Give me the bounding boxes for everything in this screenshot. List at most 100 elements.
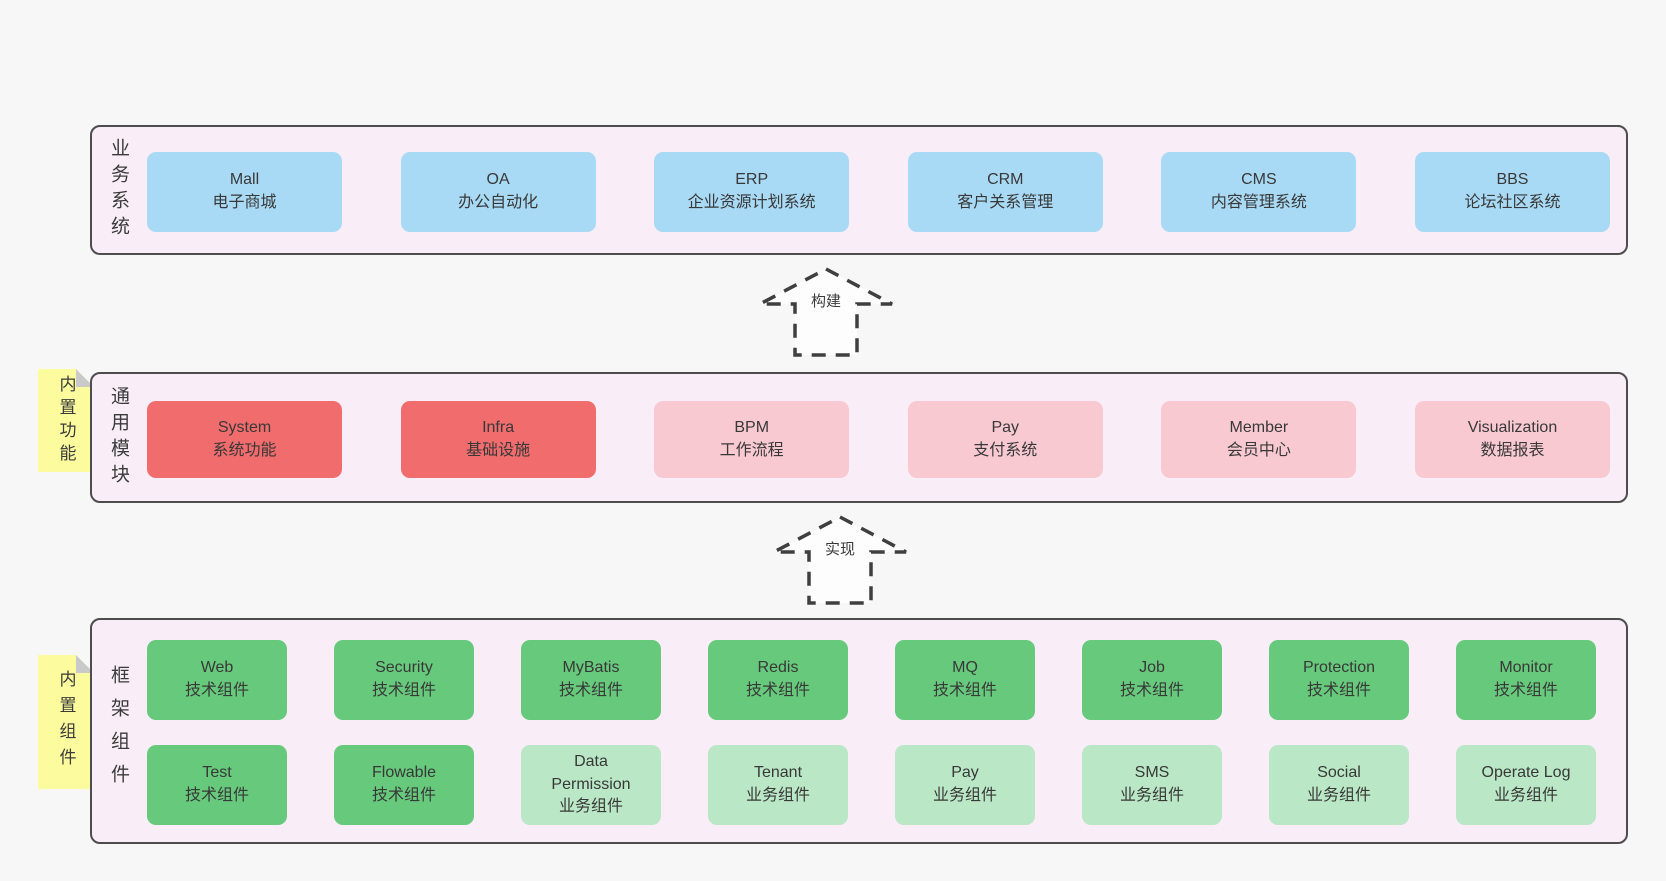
up-arrow-icon [773, 515, 907, 605]
box-title: Data Permission [551, 752, 631, 793]
box-title: Pay [951, 764, 979, 782]
box-title: OA [486, 171, 510, 189]
box-title: Security [375, 659, 433, 677]
box-subtitle: 系统功能 [212, 441, 277, 459]
box-subtitle: 内容管理系统 [1210, 194, 1307, 211]
box-title: ERP [735, 171, 769, 189]
box-subtitle: 技术组件 [1493, 682, 1558, 699]
layer-business-label: 业务系统 [108, 138, 129, 242]
box-title: Pay [991, 418, 1020, 436]
layer-framework-components: 框架组件 Web 技术组件 Security 技术组件 MyBatis 技术组件… [90, 618, 1628, 844]
build-arrow-label: 构建 [808, 289, 844, 312]
box-cms: CMS 内容管理系统 [1161, 152, 1357, 232]
box-subtitle: 业务组件 [932, 787, 997, 804]
implement-arrow: 实现 [772, 514, 908, 606]
framework-box-row-2: Test 技术组件 Flowable 技术组件 Data Permission … [92, 745, 1626, 825]
box-security: Security 技术组件 [334, 640, 474, 720]
box-subtitle: 技术组件 [558, 682, 623, 699]
box-infra: Infra 基础设施 [400, 401, 596, 478]
box-bpm: BPM 工作流程 [654, 401, 850, 478]
box-subtitle: 技术组件 [745, 682, 810, 699]
box-pay-component: Pay 业务组件 [895, 745, 1035, 825]
box-subtitle: 技术组件 [1306, 682, 1371, 699]
box-subtitle: 企业资源计划系统 [687, 194, 816, 211]
box-title: BBS [1496, 171, 1529, 189]
box-monitor: Monitor 技术组件 [1456, 640, 1596, 720]
box-subtitle: 业务组件 [558, 798, 623, 816]
modules-box-row: System 系统功能 Infra 基础设施 BPM 工作流程 Pay 支付系统… [92, 401, 1626, 478]
box-subtitle: 业务组件 [1493, 787, 1558, 804]
box-job: Job 技术组件 [1082, 640, 1222, 720]
layer-framework-label: 框架组件 [108, 665, 129, 797]
box-mybatis: MyBatis 技术组件 [521, 640, 661, 720]
box-subtitle: 基础设施 [466, 441, 531, 459]
box-title: Redis [757, 659, 799, 677]
box-title: Infra [482, 418, 515, 436]
box-oa: OA 办公自动化 [400, 152, 596, 232]
box-title: CMS [1241, 171, 1277, 189]
layer-common-modules: 通用模块 System 系统功能 Infra 基础设施 BPM 工作流程 Pay… [90, 372, 1628, 503]
box-title: Monitor [1499, 659, 1553, 677]
box-subtitle: 技术组件 [1119, 682, 1184, 699]
box-subtitle: 论坛社区系统 [1464, 194, 1561, 211]
builtin-components-tag-label: 内置组件 [56, 670, 76, 774]
framework-box-row-1: Web 技术组件 Security 技术组件 MyBatis 技术组件 Redi… [92, 640, 1626, 720]
box-protection: Protection 技术组件 [1269, 640, 1409, 720]
box-title: SMS [1134, 764, 1170, 782]
up-arrow-icon [759, 267, 893, 357]
box-operate-log: Operate Log 业务组件 [1456, 745, 1596, 825]
builtin-features-tag: 内置功能 [38, 369, 94, 472]
box-visualization: Visualization 数据报表 [1414, 401, 1610, 478]
box-subtitle: 办公自动化 [458, 194, 539, 211]
box-social: Social 业务组件 [1269, 745, 1409, 825]
build-arrow: 构建 [758, 266, 894, 358]
box-subtitle: 业务组件 [745, 787, 810, 804]
box-title: Member [1229, 418, 1289, 436]
box-erp: ERP 企业资源计划系统 [654, 152, 850, 232]
box-bbs: BBS 论坛社区系统 [1414, 152, 1610, 232]
box-title: Mall [229, 171, 260, 189]
box-sms: SMS 业务组件 [1082, 745, 1222, 825]
box-subtitle: 工作流程 [719, 441, 784, 459]
box-tenant: Tenant 业务组件 [708, 745, 848, 825]
box-title: System [217, 418, 272, 436]
box-subtitle: 业务组件 [1306, 787, 1371, 804]
layer-business-systems: 业务系统 Mall 电子商城 OA 办公自动化 ERP 企业资源计划系统 CRM… [90, 125, 1628, 255]
box-subtitle: 技术组件 [932, 682, 997, 699]
business-box-row: Mall 电子商城 OA 办公自动化 ERP 企业资源计划系统 CRM 客户关系… [92, 152, 1626, 232]
box-mq: MQ 技术组件 [895, 640, 1035, 720]
box-title: Visualization [1467, 418, 1558, 436]
layer-modules-label: 通用模块 [108, 385, 129, 490]
box-title: Job [1139, 659, 1165, 677]
box-title: MQ [952, 659, 978, 677]
box-system: System 系统功能 [147, 401, 342, 478]
builtin-features-tag-label: 内置功能 [56, 374, 76, 467]
box-crm: CRM 客户关系管理 [907, 152, 1103, 232]
box-title: Protection [1302, 659, 1376, 677]
box-data-permission: Data Permission 业务组件 [521, 745, 661, 825]
box-title: MyBatis [562, 659, 620, 677]
box-mall: Mall 电子商城 [147, 152, 342, 232]
builtin-components-tag: 内置组件 [38, 655, 94, 789]
box-subtitle: 电子商城 [212, 194, 277, 211]
box-pay-module: Pay 支付系统 [907, 401, 1103, 478]
implement-arrow-label: 实现 [822, 537, 858, 560]
box-web: Web 技术组件 [147, 640, 287, 720]
box-subtitle: 会员中心 [1226, 441, 1291, 459]
box-subtitle: 技术组件 [371, 787, 436, 804]
box-title: Tenant [753, 764, 803, 782]
box-test: Test 技术组件 [147, 745, 287, 825]
box-redis: Redis 技术组件 [708, 640, 848, 720]
box-title: Test [202, 764, 232, 782]
box-subtitle: 技术组件 [371, 682, 436, 699]
box-subtitle: 技术组件 [184, 787, 249, 804]
box-subtitle: 支付系统 [973, 441, 1038, 459]
box-title: Social [1317, 764, 1361, 782]
box-title: CRM [987, 171, 1024, 189]
box-title: Web [200, 659, 234, 677]
box-flowable: Flowable 技术组件 [334, 745, 474, 825]
box-subtitle: 业务组件 [1119, 787, 1184, 804]
box-title: Flowable [371, 764, 437, 782]
box-member: Member 会员中心 [1161, 401, 1357, 478]
